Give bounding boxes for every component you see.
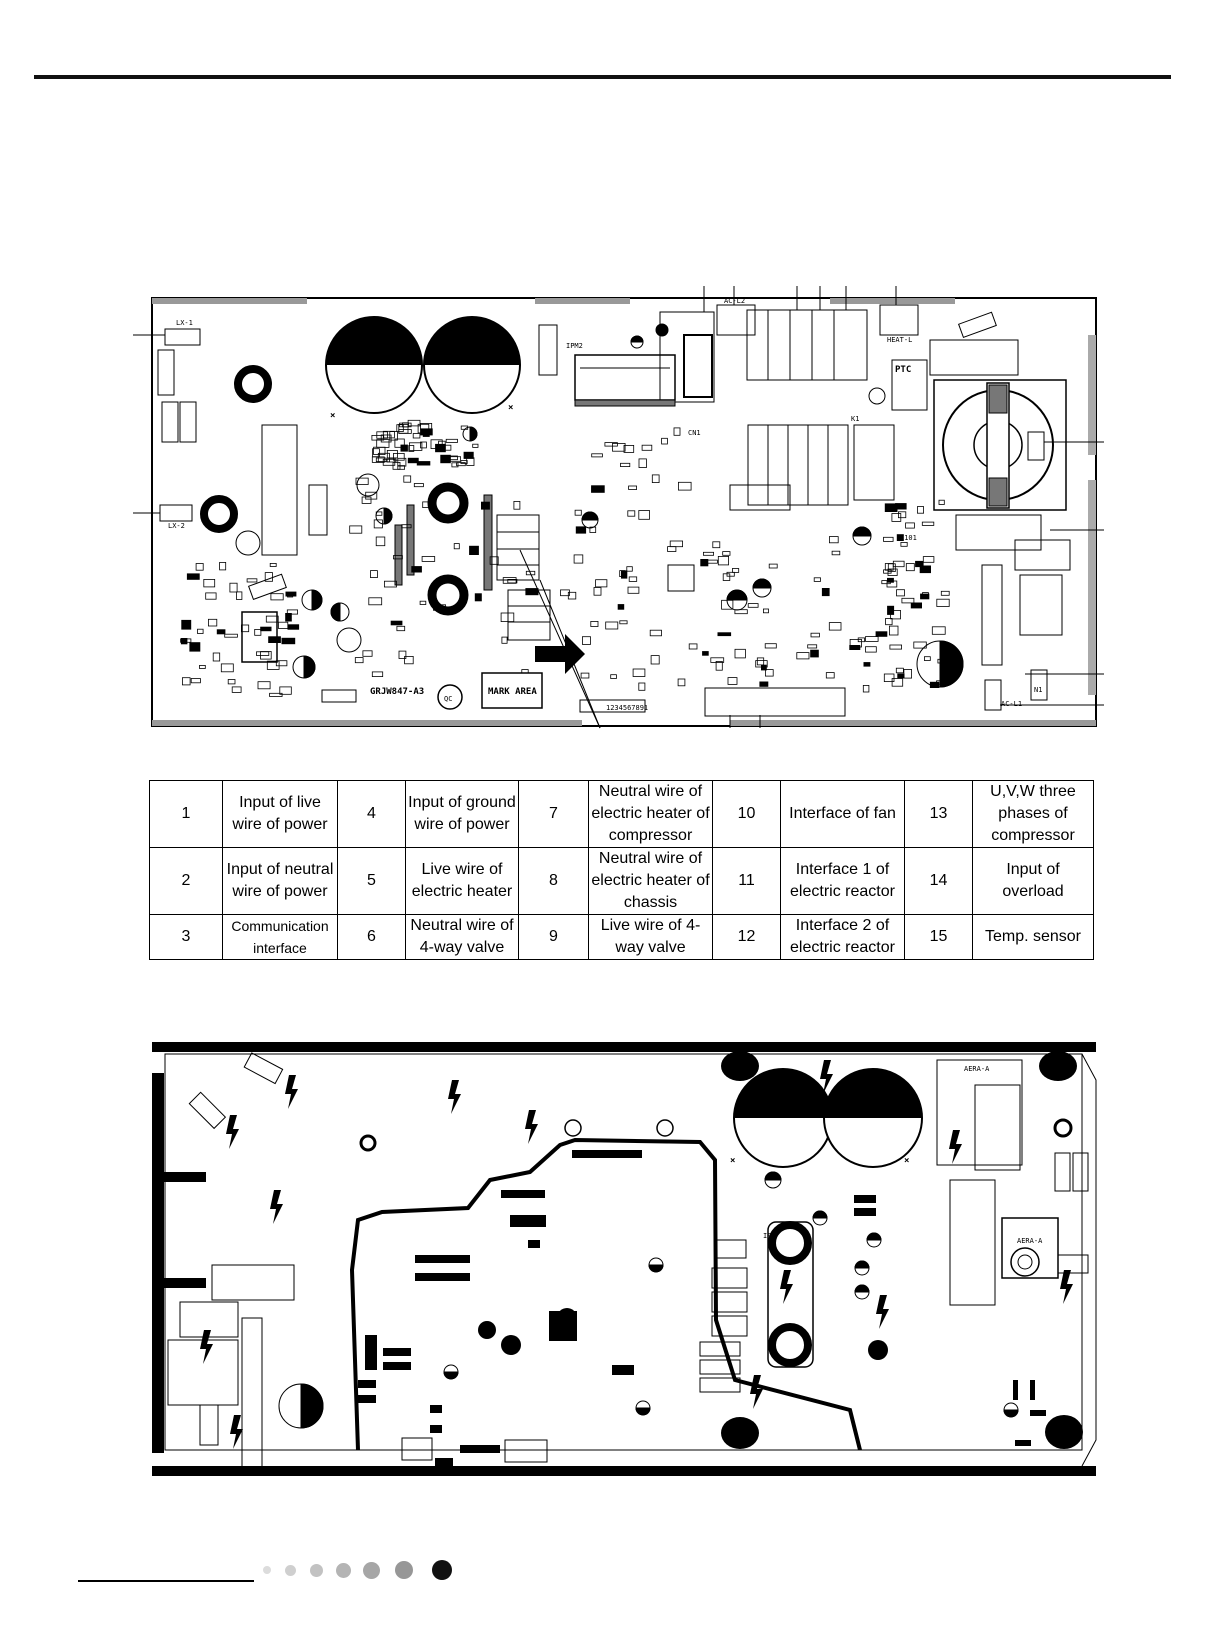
svg-text:×: × [730,1156,735,1166]
legend-number: 5 [337,847,406,915]
label-heatl: HEAT-L [887,336,912,344]
label-k1: K1 [851,415,859,423]
label-lx2: LX-2 [168,522,185,530]
thick-trace [349,1137,862,1451]
legend-description: Input of ground wire of power [405,780,519,848]
page-dot [362,1561,380,1579]
legend-row: 1 Input of live wire of power 4 Input of… [149,780,1094,848]
callout-lines [133,286,1104,729]
smd-components [180,419,950,697]
pcb-top-diagram: × × [133,286,1104,729]
legend-number: 11 [712,847,781,915]
label-aera-a-top: AERA-A [964,1065,990,1073]
legend-description: Neutral wire of electric heater of compr… [588,780,713,848]
legend-number: 4 [337,780,406,848]
legend-number: 2 [149,847,223,915]
svg-text:×: × [508,403,513,413]
capacitor-bottom-right [823,1068,923,1168]
legend-description: Interface of fan [780,780,905,848]
page-dot [284,1564,296,1576]
legend-number: 8 [518,847,589,915]
label-qc: QC [444,695,452,703]
label-mark-area: MARK AREA [488,687,537,697]
label-ipm2: IPM2 [566,342,583,350]
pcb-bottom-diagram: × × [152,1042,1097,1476]
legend-description: Input of live wire of power [222,780,338,848]
label-acl1: AC-L1 [1001,700,1022,708]
legend-description: Interface 1 of electric reactor [780,847,905,915]
reactor [933,379,1067,511]
legend-number: 14 [904,847,973,915]
svg-text:×: × [904,1156,909,1166]
header-rule [34,75,1171,79]
page-dot [309,1563,323,1577]
legend-description: Input of overload [972,847,1094,915]
page-dot [432,1560,452,1580]
label-c101: C101 [900,534,917,542]
legend-description: Communication interface [222,914,338,960]
label-aera-a-mid: AERA-A [1017,1237,1043,1245]
legend-row: 3 Communication interface 6 Neutral wire… [149,914,1094,960]
legend-number: 9 [518,914,589,960]
label-n1: N1 [1034,686,1042,694]
legend-number: 15 [904,914,973,960]
page-dot [395,1561,413,1579]
pcb-bottom-outline [164,1053,1083,1451]
arrow-icon [535,634,585,674]
legend-description: Live wire of electric heater [405,847,519,915]
legend-number: 10 [712,780,781,848]
legend-row: 2 Input of neutral wire of power 5 Live … [149,847,1094,915]
legend-description: Neutral wire of 4-way valve [405,914,519,960]
capacitor-bottom-left [733,1068,833,1168]
legend-description: Neutral wire of electric heater of chass… [588,847,713,915]
legend-description: Temp. sensor [972,914,1094,960]
label-acl2: AC-L2 [724,297,745,305]
page-dot [335,1562,351,1578]
svg-text:×: × [330,411,335,421]
legend-description: Live wire of 4-way valve [588,914,713,960]
legend-number: 12 [712,914,781,960]
label-ptc: PTC [895,365,911,375]
label-ipm: IPM [763,1232,776,1240]
label-cn1: CN1 [688,429,701,437]
capacitor-left [325,316,423,414]
high-voltage-icons [200,1060,1073,1449]
label-lx1: LX-1 [176,319,193,327]
legend-description: Input of neutral wire of power [222,847,338,915]
page-dot [263,1566,271,1574]
legend-description: U,V,W three phases of compressor [972,780,1094,848]
legend-number: 1 [149,780,223,848]
footer-rule [78,1580,254,1582]
legend-number: 3 [149,914,223,960]
legend-number: 7 [518,780,589,848]
legend-number: 13 [904,780,973,848]
label-model: GRJW847-A3 [370,687,424,697]
legend-description: Interface 2 of electric reactor [780,914,905,960]
legend-number: 6 [337,914,406,960]
label-pins: 1234567891 [606,704,648,712]
legend-table: 1 Input of live wire of power 4 Input of… [149,780,1094,960]
capacitor-right [423,316,521,414]
